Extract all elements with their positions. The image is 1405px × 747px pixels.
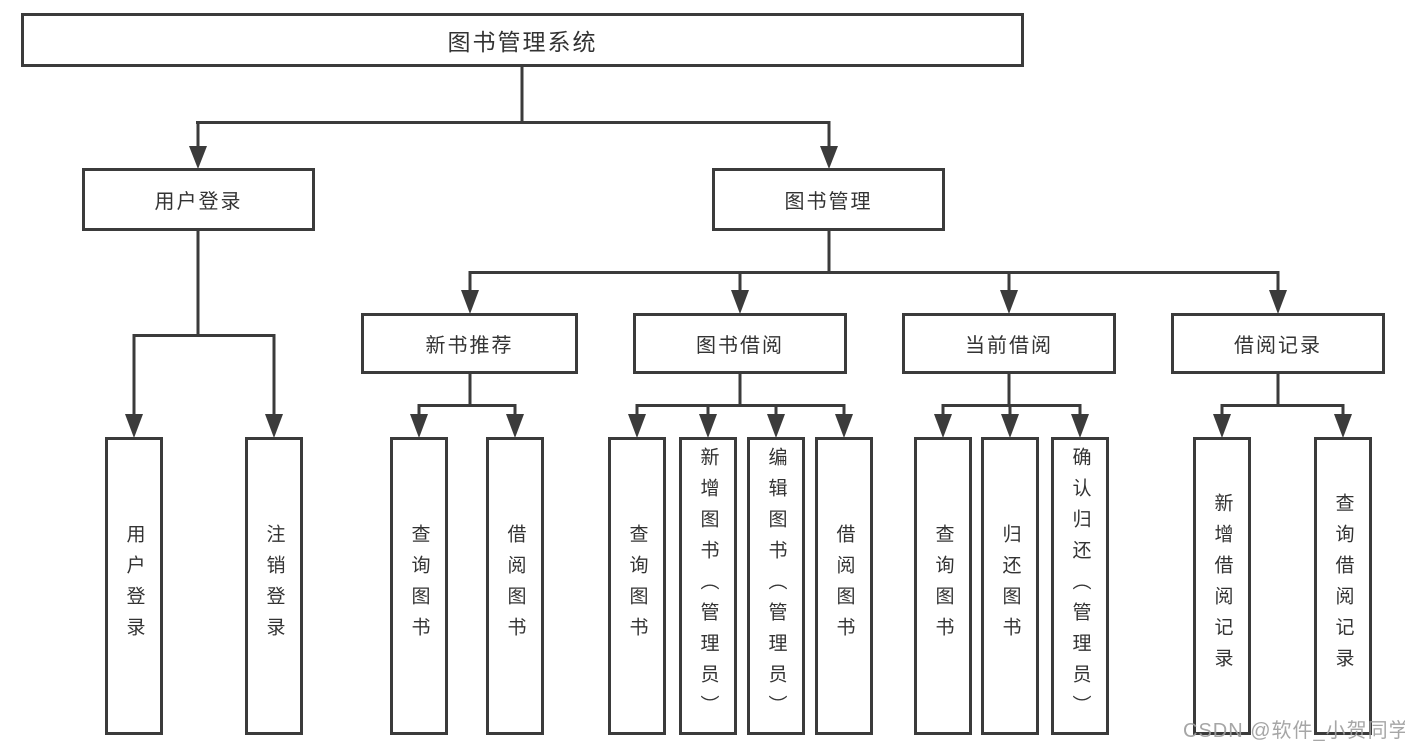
node-label: 查询图书 bbox=[408, 524, 430, 648]
node-leaf-query-books-1: 查询图书 bbox=[390, 437, 448, 735]
node-label: 查询图书 bbox=[626, 524, 648, 648]
node-label: 归还图书 bbox=[999, 524, 1021, 648]
node-leaf-query-books-2: 查询图书 bbox=[608, 437, 666, 735]
connector-currentborrow-to-children bbox=[934, 374, 1089, 438]
node-book-borrowing: 图书借阅 bbox=[633, 313, 847, 374]
node-label: 新书推荐 bbox=[425, 335, 514, 357]
connector-newbook-to-children bbox=[410, 374, 524, 438]
connector-root-to-level2 bbox=[189, 67, 838, 169]
node-leaf-borrow-books-2: 借阅图书 bbox=[815, 437, 873, 735]
node-label: 查询图书 bbox=[932, 524, 954, 648]
node-label: 图书管理 bbox=[784, 191, 873, 213]
node-current-borrowing: 当前借阅 bbox=[902, 313, 1116, 374]
node-label: 确认归还（管理员） bbox=[1069, 446, 1091, 726]
node-label: 图书借阅 bbox=[696, 335, 784, 357]
node-leaf-query-books-3: 查询图书 bbox=[914, 437, 972, 735]
node-library-management-system: 图书管理系统 bbox=[21, 13, 1024, 67]
node-leaf-add-books-admin: 新增图书（管理员） bbox=[679, 437, 737, 735]
node-leaf-logout: 注销登录 bbox=[245, 437, 303, 735]
node-leaf-confirm-return-admin: 确认归还（管理员） bbox=[1051, 437, 1109, 735]
node-leaf-return-books: 归还图书 bbox=[981, 437, 1039, 735]
connector-login-to-children bbox=[125, 231, 283, 438]
csdn-watermark: CSDN @软件_小贺同学 bbox=[1183, 720, 1405, 742]
connector-management-to-children bbox=[461, 231, 1287, 314]
node-label: 借阅图书 bbox=[504, 524, 526, 648]
node-label: 查询借阅记录 bbox=[1332, 493, 1354, 679]
node-leaf-borrow-books-1: 借阅图书 bbox=[486, 437, 544, 735]
node-leaf-edit-books-admin: 编辑图书（管理员） bbox=[747, 437, 805, 735]
node-label: 当前借阅 bbox=[965, 335, 1053, 357]
connector-records-to-children bbox=[1213, 374, 1352, 438]
node-label: 编辑图书（管理员） bbox=[765, 446, 787, 726]
node-leaf-add-borrow-record: 新增借阅记录 bbox=[1193, 437, 1251, 735]
node-label: 新增借阅记录 bbox=[1211, 493, 1233, 679]
node-leaf-query-borrow-record: 查询借阅记录 bbox=[1314, 437, 1372, 735]
node-label: 借阅记录 bbox=[1234, 335, 1322, 357]
node-label: 借阅图书 bbox=[833, 524, 855, 648]
node-label: 图书管理系统 bbox=[447, 29, 598, 55]
node-leaf-user-login: 用户登录 bbox=[105, 437, 163, 735]
node-label: 注销登录 bbox=[263, 524, 285, 648]
connector-bookborrow-to-children bbox=[628, 374, 853, 438]
node-new-book-recommend: 新书推荐 bbox=[361, 313, 578, 374]
node-label: 用户登录 bbox=[123, 524, 145, 648]
node-label: 新增图书（管理员） bbox=[697, 446, 719, 726]
node-user-login: 用户登录 bbox=[82, 168, 315, 231]
node-borrowing-records: 借阅记录 bbox=[1171, 313, 1385, 374]
node-label: 用户登录 bbox=[154, 191, 243, 213]
node-book-management: 图书管理 bbox=[712, 168, 945, 231]
